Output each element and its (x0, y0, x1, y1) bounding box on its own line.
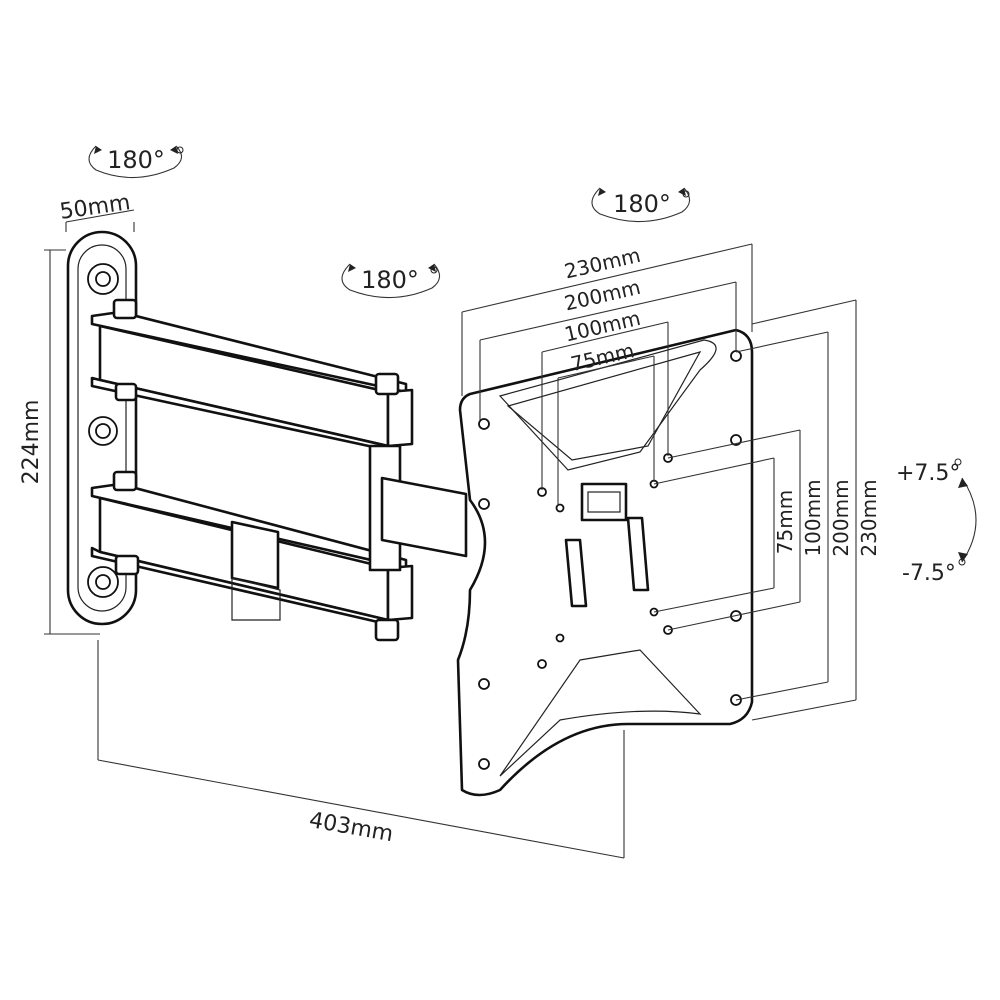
upper-arm (90, 298, 414, 450)
rotation-label-wall: 180° (107, 146, 165, 174)
wall-plate-height-label: 224mm (19, 400, 44, 485)
vesa-vertical-label-230: 230mm (857, 479, 881, 556)
rotation-label-plate: 180° (613, 190, 671, 218)
tilt-arrow (958, 477, 977, 563)
vesa-vertical-label-200: 200mm (829, 479, 853, 556)
rotation-arrow-wall (88, 145, 183, 179)
tilt-up-label: +7.5° (896, 461, 960, 486)
extension-label: 403mm (307, 808, 395, 847)
wall-plate-width-label: 50mm (58, 190, 132, 225)
vesa-vertical-label-100: 100mm (801, 479, 825, 556)
tilt-down-label: -7.5° (902, 561, 956, 586)
rotation-label-arm: 180° (361, 266, 419, 294)
rotation-arrow-plate (591, 187, 691, 223)
pivot-column (368, 444, 468, 572)
lower-arm (90, 470, 414, 642)
dimension-lines (44, 209, 857, 859)
vesa-vertical-label-75: 75mm (773, 490, 797, 554)
vesa-plate (456, 328, 754, 797)
